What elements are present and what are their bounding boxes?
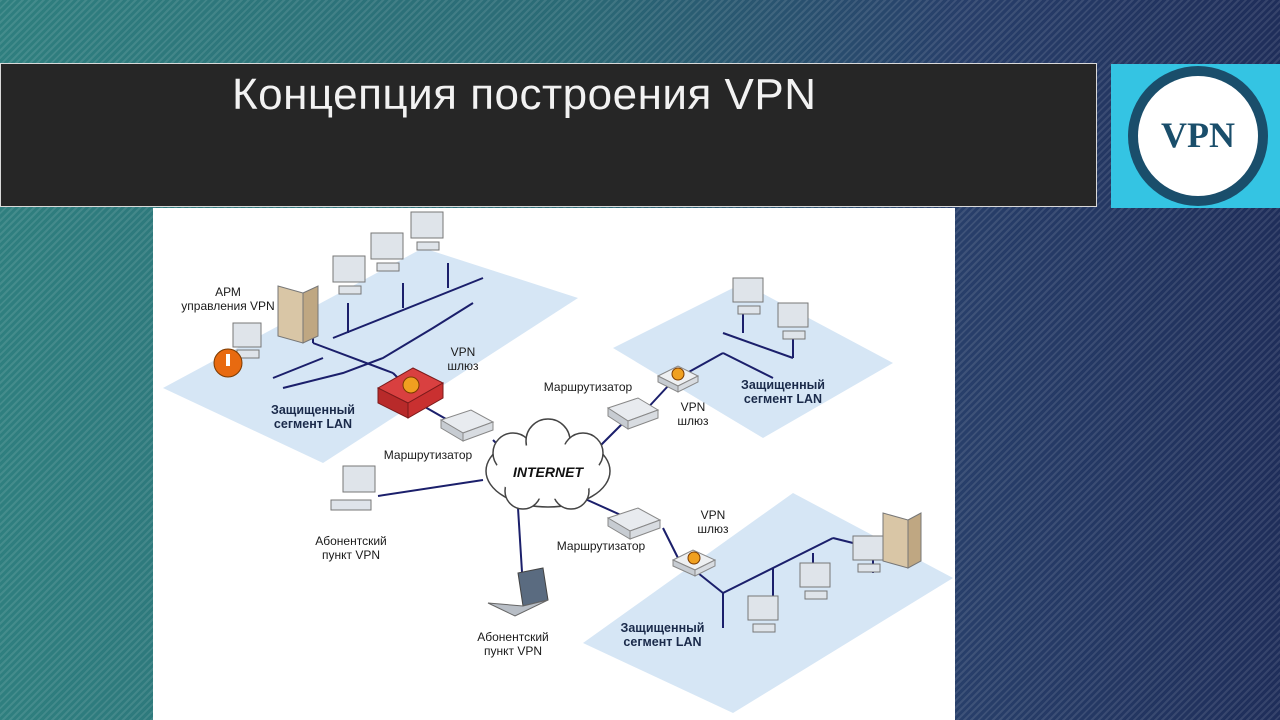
internet-cloud — [485, 418, 611, 510]
lan-1-label-line2: сегмент LAN — [273, 417, 353, 431]
subscriber-1-label-line2: пункт VPN — [321, 548, 380, 562]
lan-1-label: Защищенный сегмент LAN — [253, 403, 373, 431]
lan-1-links — [272, 263, 484, 389]
vpn-gateway-1-label-line1: VPN — [450, 345, 476, 359]
vpn-gateway-2-label-line2: шлюз — [677, 414, 709, 428]
vpn-gateway-1-label: VPN шлюз — [443, 345, 483, 373]
title-bar — [0, 63, 1097, 207]
lan-segment-2 — [613, 283, 893, 438]
vpn-gateway-3-label-line1: VPN — [700, 508, 726, 522]
subscriber-2-label-line1: Абонентский — [477, 630, 549, 644]
lan-2-label: Защищенный сегмент LAN — [728, 378, 838, 406]
vpn-logo: VPN — [1111, 64, 1280, 208]
diagram-canvas — [163, 211, 953, 713]
vpn-gateway-3-label-line2: шлюз — [697, 522, 729, 536]
logo-disc: VPN — [1138, 76, 1258, 196]
lan-3-label: Защищенный сегмент LAN — [605, 621, 720, 649]
logo-ring: VPN — [1128, 66, 1268, 206]
lan-1-label-line1: Защищенный — [271, 403, 355, 417]
subscriber-2-label-line2: пункт VPN — [483, 644, 542, 658]
logo-text: VPN — [1161, 115, 1235, 155]
vpn-gateway-1-label-line2: шлюз — [447, 359, 479, 373]
vpn-gateway-3-label: VPN шлюз — [693, 508, 733, 536]
subscriber-2-label: Абонентский пункт VPN — [463, 630, 563, 658]
internet-label: INTERNET — [513, 464, 583, 480]
vpn-network-diagram: АРМ управления VPN VPN шлюз Защищенный с… — [153, 208, 955, 720]
router-2-label: Маршрутизатор — [543, 380, 633, 394]
lan-2-label-line1: Защищенный — [741, 378, 825, 392]
lan-2-label-line2: сегмент LAN — [743, 392, 823, 406]
lan-3-label-line2: сегмент LAN — [623, 635, 702, 649]
lan-3-label-line1: Защищенный — [620, 621, 705, 635]
vpn-gateway-2 — [656, 365, 700, 393]
vpn-gateway-1 — [376, 367, 445, 419]
arm-label-line1: АРМ — [215, 285, 241, 299]
lan-segment-1 — [163, 248, 578, 463]
workstations — [232, 211, 922, 633]
vpn-gateway-3 — [671, 549, 717, 577]
router-3 — [606, 507, 662, 540]
subscriber-1-label: Абонентский пункт VPN — [301, 534, 401, 562]
router-2 — [606, 397, 660, 430]
arm-label-line2: управления VPN — [181, 299, 275, 313]
arm-label: АРМ управления VPN — [173, 285, 283, 313]
router-1 — [439, 409, 495, 442]
router-3-label: Маршрутизатор — [556, 539, 646, 553]
subscriber-1-label-line1: Абонентский — [315, 534, 387, 548]
vpn-gateway-2-label: VPN шлюз — [673, 400, 713, 428]
slide-title: Концепция построения VPN — [232, 70, 817, 119]
vpn-gateway-2-label-line1: VPN — [680, 400, 706, 414]
router-1-label: Маршрутизатор — [383, 448, 473, 462]
